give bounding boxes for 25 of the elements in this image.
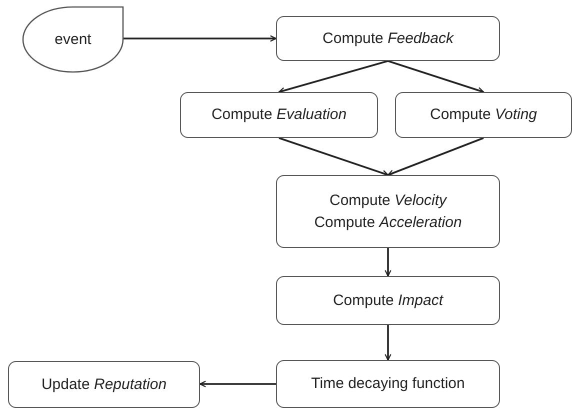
event-shape [23, 7, 123, 72]
arrow [384, 325, 392, 361]
process-box [395, 92, 572, 138]
node-text: Compute Velocity [329, 190, 446, 211]
arrow [278, 60, 388, 94]
arrow [278, 137, 389, 176]
arrow [388, 60, 484, 94]
node-text: Compute Voting [430, 105, 538, 126]
process-box [276, 276, 500, 325]
node-text: Time decaying function [311, 374, 465, 394]
node-text: Compute Impact [332, 290, 444, 311]
node-text: Compute Feedback [322, 28, 454, 49]
process-box [276, 175, 500, 248]
node-text: event [54, 30, 92, 50]
process-box [276, 360, 500, 408]
arrow [384, 248, 392, 277]
arrow [199, 380, 276, 388]
arrow [123, 35, 277, 42]
process-box [276, 16, 500, 61]
node-text: Compute Acceleration [314, 212, 462, 232]
process-box [180, 92, 378, 138]
arrow [387, 137, 484, 176]
process-box [8, 361, 200, 408]
node-text: Compute Evaluation [211, 105, 347, 126]
node-text: Update Reputation [41, 374, 167, 395]
